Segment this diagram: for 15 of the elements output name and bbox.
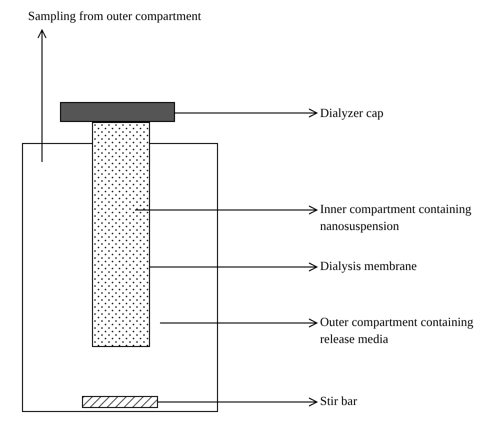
callout-label: Stir bar [320, 393, 420, 411]
leader-line [150, 262, 318, 272]
leader-line [158, 398, 318, 406]
dialyzer-cap [60, 102, 175, 122]
callout-label: Dialyzer cap [320, 105, 460, 123]
callout-label: Sampling from outer compartment [28, 8, 258, 28]
dialysis-membrane-tube [92, 122, 150, 347]
arrow [38, 30, 46, 162]
leader-line [174, 108, 318, 118]
stir-bar [82, 396, 158, 408]
leader-line [160, 318, 318, 328]
callout-label: Dialysis membrane [320, 258, 470, 276]
callout-label: Inner compartment containing nanosuspension [320, 201, 485, 237]
leader-line [134, 206, 318, 214]
callout-label: Outer compartment containing release media [320, 314, 485, 350]
